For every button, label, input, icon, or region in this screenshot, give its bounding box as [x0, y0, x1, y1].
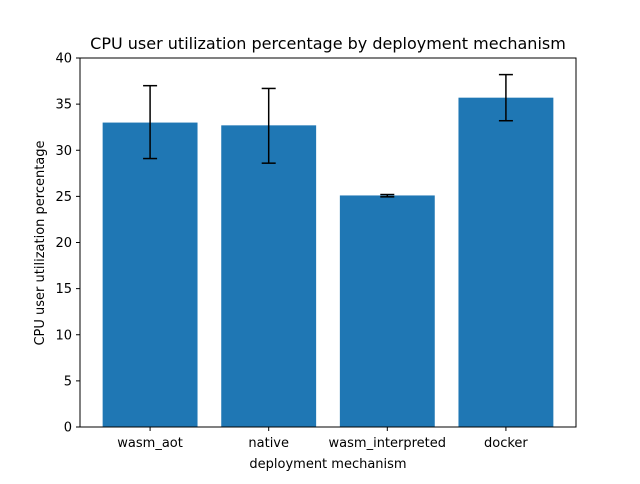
x-tick-label-native: native: [248, 436, 289, 451]
y-tick-label-25: 25: [55, 190, 72, 205]
x-tick-label-wasm_interpreted: wasm_interpreted: [329, 436, 446, 451]
y-tick-label-20: 20: [55, 236, 72, 251]
y-tick-label-5: 5: [64, 374, 72, 389]
y-tick-label-10: 10: [55, 328, 72, 343]
axes-frame: [79, 57, 577, 428]
y-tick-label-40: 40: [55, 52, 72, 67]
bar-native: [221, 125, 317, 427]
y-tick-label-35: 35: [55, 98, 72, 113]
x-tick-label-docker: docker: [484, 436, 528, 451]
x-tick-label-wasm_aot: wasm_aot: [117, 436, 183, 451]
y-tick-label-30: 30: [55, 144, 72, 159]
plot-area: wasm_aot native wasm_interpreted docker 0 5 10…: [55, 52, 577, 451]
x-axis-label: deployment mechanism: [249, 457, 406, 472]
y-axis-label: CPU user utilization percentage: [33, 140, 48, 345]
bar-wasm_aot: [102, 122, 198, 427]
bar-docker: [458, 97, 554, 428]
y-tick-label-15: 15: [55, 282, 72, 297]
y-tick-label-0: 0: [64, 421, 72, 436]
chart-title: CPU user utilization percentage by deplo…: [90, 34, 566, 53]
bar-wasm_interpreted: [339, 195, 435, 427]
